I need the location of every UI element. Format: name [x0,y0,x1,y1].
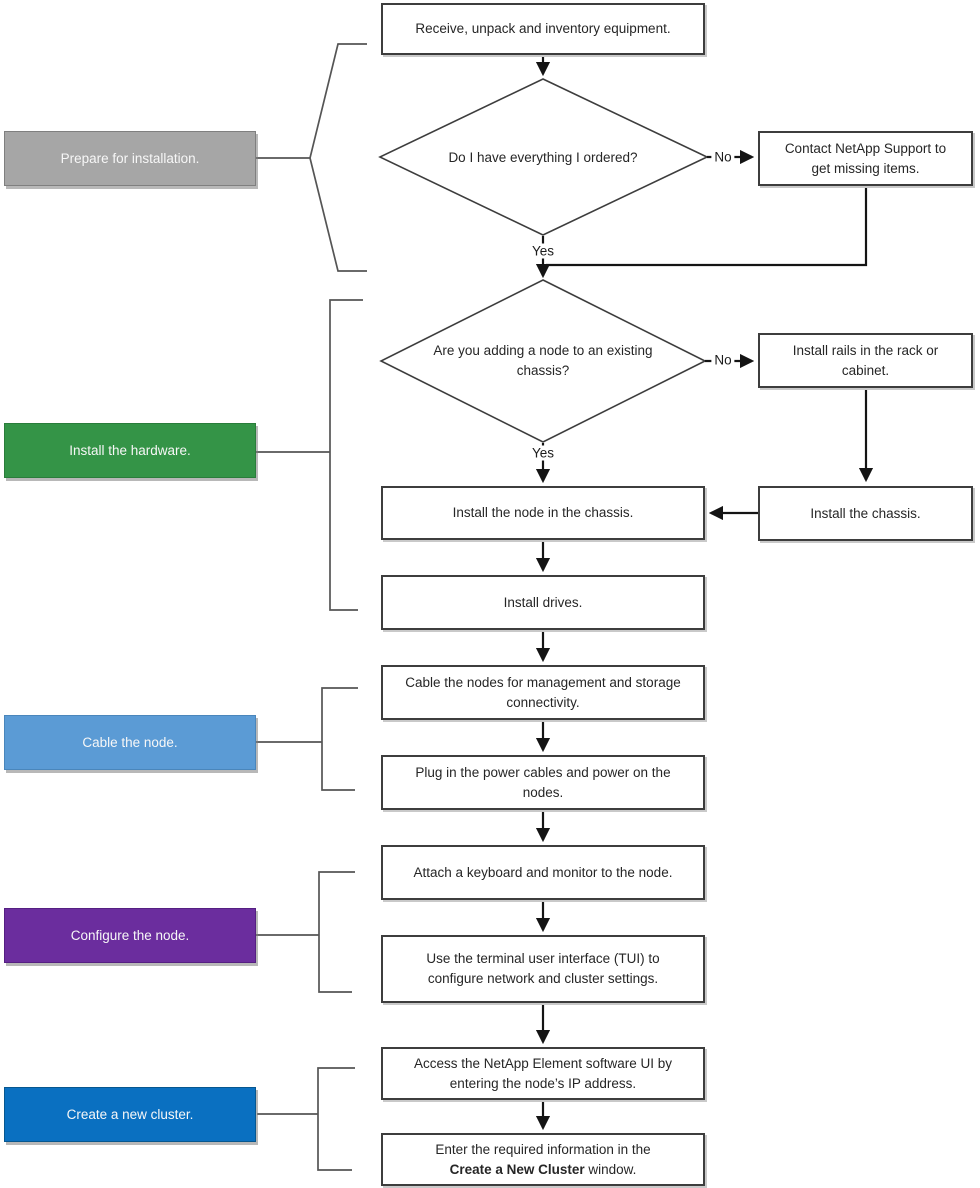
flow-arrows [535,55,874,1131]
branch-label-yes-2: Yes [528,445,558,461]
step-install-rails: Install rails in the rack or cabinet. [758,333,973,388]
step-cable-nodes: Cable the nodes for management and stora… [381,665,705,720]
bracket-hardware [329,299,363,611]
stage-box-install-hardware: Install the hardware. [4,423,256,478]
connector-support-merge [546,186,868,267]
bracket-prepare [309,43,367,272]
branch-label-no-2: No [711,352,735,368]
bracket-cluster [317,1067,355,1171]
step-access-element-ui: Access the NetApp Element software UI by… [381,1047,705,1100]
step-install-node: Install the node in the chassis. [381,486,705,540]
step-enter-cluster-info: Enter the required information in the Cr… [381,1133,705,1186]
step-enter-cluster-info-text: Enter the required information in the Cr… [435,1140,650,1179]
step-receive-unpack: Receive, unpack and inventory equipment. [381,3,705,55]
enter-info-bold: Create a New Cluster [449,1161,585,1177]
stage-box-prepare: Prepare for installation. [4,131,256,186]
enter-info-prefix: Enter the required information in the [435,1141,651,1157]
decision-diamond-existing-chassis [379,279,707,443]
stage-box-cable-node: Cable the node. [4,715,256,770]
stage-box-create-cluster: Create a new cluster. [4,1087,256,1142]
step-install-drives: Install drives. [381,575,705,630]
stage-brackets [256,43,367,1171]
step-contact-support: Contact NetApp Support to get missing it… [758,131,973,186]
branch-label-no-1: No [711,149,735,165]
bracket-cable [321,687,358,791]
step-plug-power: Plug in the power cables and power on th… [381,755,705,810]
step-use-tui: Use the terminal user interface (TUI) to… [381,935,705,1003]
stage-box-configure-node: Configure the node. [4,908,256,963]
branch-label-yes-1: Yes [528,243,558,259]
step-attach-keyboard: Attach a keyboard and monitor to the nod… [381,845,705,900]
decision-diamond-ordered [378,78,709,236]
decision-ordered-label: Do I have everything I ordered? [448,149,638,165]
enter-info-suffix: window. [584,1161,637,1177]
bracket-configure [318,871,355,993]
decision-existing-chassis-label: Are you adding a node to an existing cha… [433,342,653,378]
step-install-chassis: Install the chassis. [758,486,973,541]
